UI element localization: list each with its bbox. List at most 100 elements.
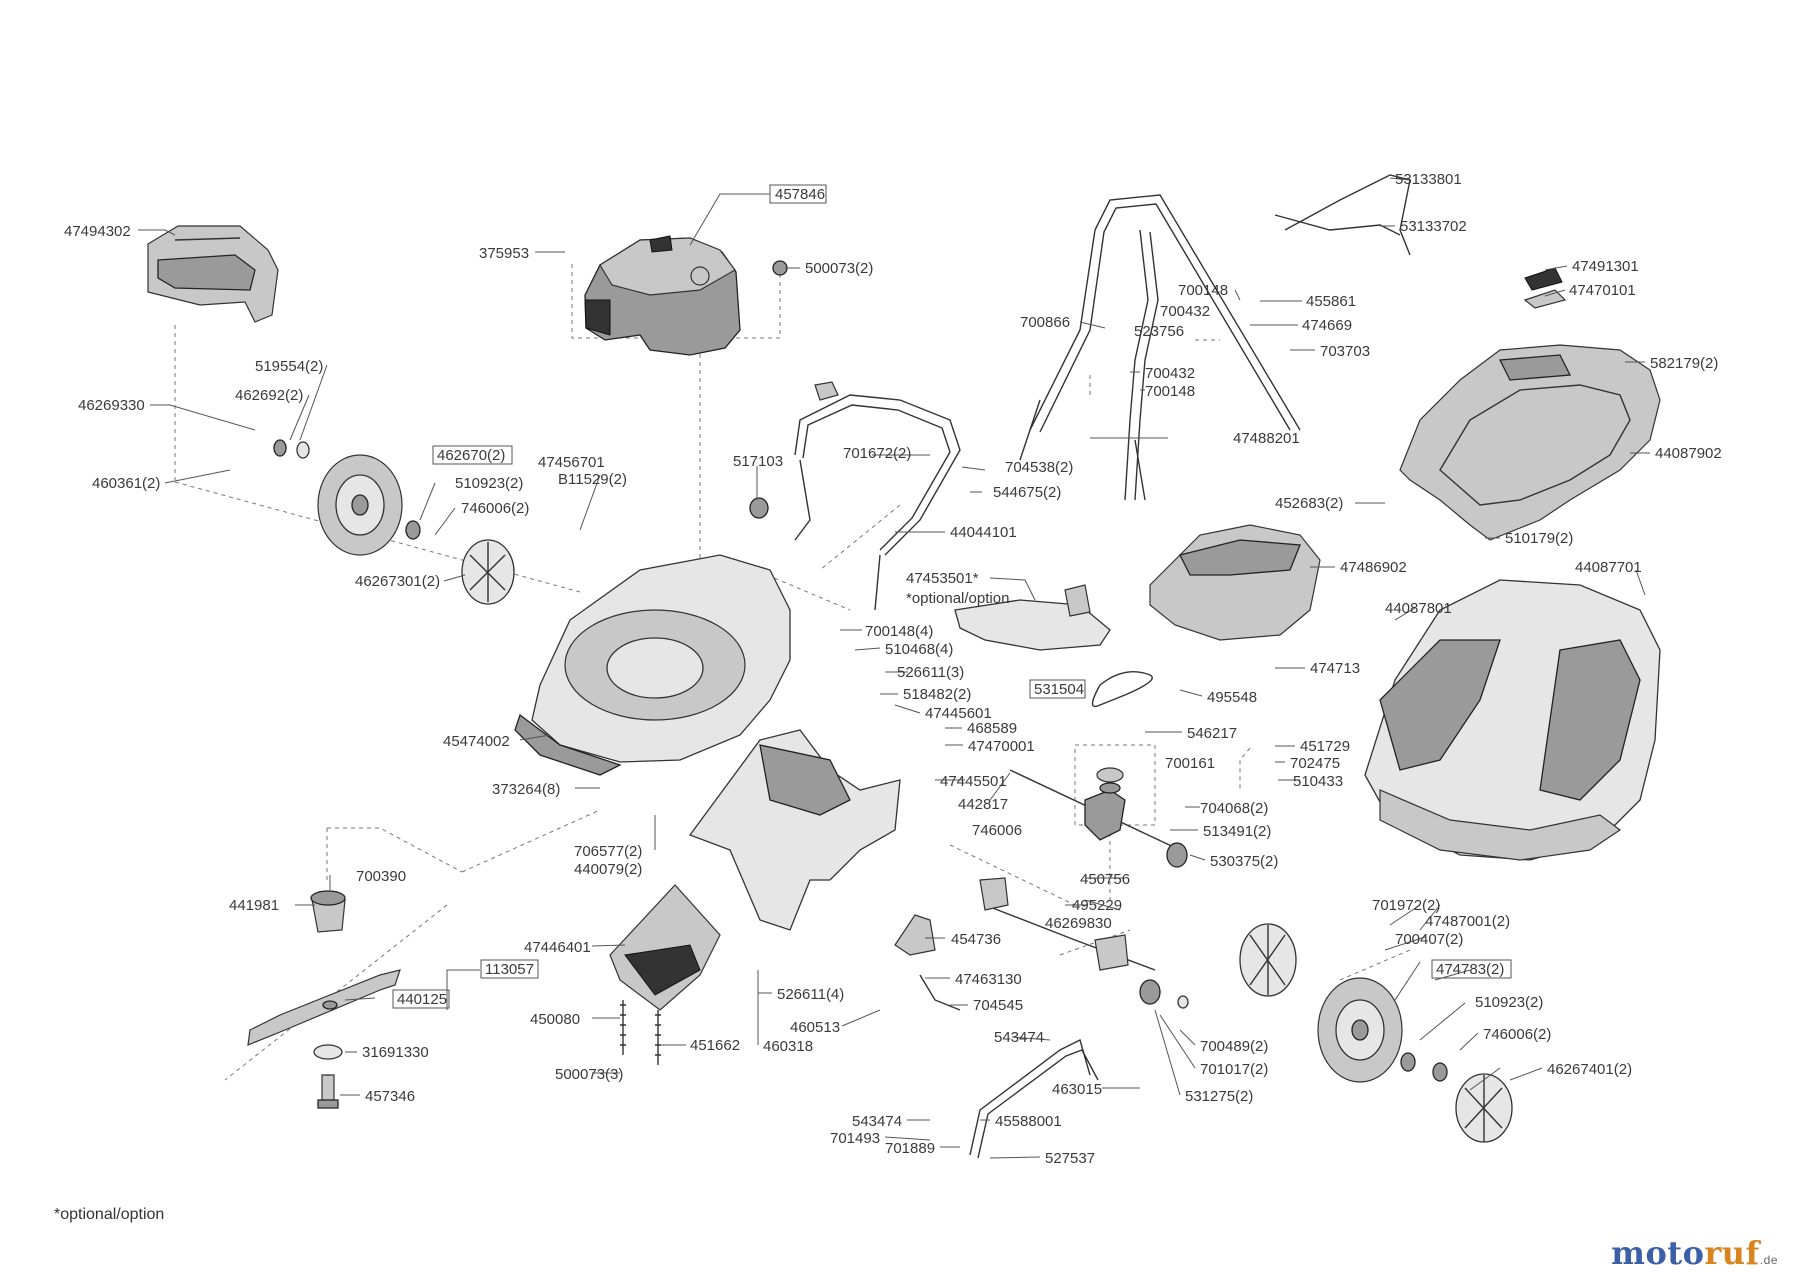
part-label: 44044101 bbox=[950, 524, 1017, 541]
handle-lower-44044101 bbox=[794, 381, 961, 611]
part-label: 510433 bbox=[1293, 773, 1343, 790]
part-label: 543474 bbox=[994, 1029, 1044, 1046]
part-label: 544675(2) bbox=[993, 484, 1061, 501]
part-label: 44087902 bbox=[1655, 445, 1722, 462]
part-label: 53133801 bbox=[1395, 171, 1462, 188]
motoruf-logo: motoruf.de bbox=[1611, 1234, 1778, 1272]
hubcap-46267301 bbox=[461, 539, 515, 605]
part-label: 531275(2) bbox=[1185, 1088, 1253, 1105]
part-label: 701672(2) bbox=[843, 445, 911, 462]
wheel-left-462670 bbox=[317, 454, 403, 556]
part-label: 546217 bbox=[1187, 725, 1237, 742]
part-label: 526611(3) bbox=[897, 664, 964, 681]
part-label: 495548 bbox=[1207, 689, 1257, 706]
part-label: 113057 bbox=[485, 961, 534, 978]
part-label: 510923(2) bbox=[455, 475, 523, 492]
logo-part1: moto bbox=[1611, 1234, 1705, 1272]
washer-31691330 bbox=[313, 1044, 343, 1060]
grass-guide-47486902 bbox=[1149, 524, 1321, 641]
rear-axle-442817 bbox=[1009, 767, 1181, 851]
part-label: 700407(2) bbox=[1395, 931, 1463, 948]
drive-belt-531504 bbox=[1091, 671, 1153, 708]
part-label: 442817 bbox=[958, 796, 1008, 813]
part-label: 460361(2) bbox=[92, 475, 160, 492]
springs-450080-451662 bbox=[620, 1000, 661, 1065]
logo-tld: .de bbox=[1759, 1253, 1778, 1267]
part-label: 375953 bbox=[479, 245, 529, 262]
part-label: 47487001(2) bbox=[1425, 913, 1510, 930]
part-label: 510923(2) bbox=[1475, 994, 1543, 1011]
footnote: *optional/option bbox=[54, 1206, 165, 1223]
part-label: 462692(2) bbox=[235, 387, 303, 404]
part-label: 701972(2) bbox=[1372, 897, 1440, 914]
wheel-gear-cover-47487001 bbox=[1239, 923, 1297, 997]
part-label: 457846 bbox=[775, 186, 825, 203]
part-label: 450080 bbox=[530, 1011, 580, 1028]
part-label: 519554(2) bbox=[255, 358, 323, 375]
part-label: 47446401 bbox=[524, 939, 591, 956]
part-label: 513491(2) bbox=[1203, 823, 1271, 840]
handle-upper-47488201 bbox=[1019, 194, 1301, 501]
part-label: 460513 bbox=[790, 1019, 840, 1036]
part-label: 706577(2) bbox=[574, 843, 642, 860]
part-label: 53133702 bbox=[1400, 218, 1467, 235]
hubcap-46267401 bbox=[1455, 1073, 1513, 1143]
part-label: 47486902 bbox=[1340, 559, 1407, 576]
grass-bag-44087801 bbox=[1364, 579, 1661, 861]
part-label: 702475 bbox=[1290, 755, 1340, 772]
part-label: 45588001 bbox=[995, 1113, 1062, 1130]
part-label: 704545 bbox=[973, 997, 1023, 1014]
part-label: 460318 bbox=[763, 1038, 813, 1055]
part-label: 523756 bbox=[1134, 323, 1184, 340]
part-label: 746006 bbox=[972, 822, 1022, 839]
part-label: 47453501* bbox=[906, 570, 979, 587]
part-label: 530375(2) bbox=[1210, 853, 1278, 870]
rear-flap-47445501 bbox=[688, 729, 901, 931]
part-label: 543474 bbox=[852, 1113, 902, 1130]
part-label: 704068(2) bbox=[1200, 800, 1268, 817]
part-label: 510468(4) bbox=[885, 641, 953, 658]
part-label: 517103 bbox=[733, 453, 783, 470]
part-label: 474783(2) bbox=[1436, 961, 1504, 978]
part-label: 500073(2) bbox=[805, 260, 873, 277]
leader-lines bbox=[138, 177, 1650, 1159]
blade-adapter-441981 bbox=[310, 890, 346, 933]
mulch-plug-47453501 bbox=[954, 584, 1111, 651]
part-label: 527537 bbox=[1045, 1150, 1095, 1167]
part-label: 700390 bbox=[356, 868, 406, 885]
part-label: 700161 bbox=[1165, 755, 1215, 772]
part-label: 495229 bbox=[1072, 897, 1122, 914]
part-label: 47445501 bbox=[940, 773, 1007, 790]
part-label: B11529(2) bbox=[558, 471, 627, 488]
height-lever-45588001 bbox=[969, 1038, 1099, 1159]
part-number-labels: 47494302 457846 375953 500073(2) 5313380… bbox=[64, 171, 1722, 1167]
part-label: 45474002 bbox=[443, 733, 510, 750]
part-label: 700432 bbox=[1145, 365, 1195, 382]
tires-small-parts bbox=[273, 260, 1448, 1082]
part-label: 510179(2) bbox=[1505, 530, 1573, 547]
part-label: 746006(2) bbox=[461, 500, 529, 517]
part-label: 440079(2) bbox=[574, 861, 642, 878]
bowden-cable-53133801 bbox=[1274, 174, 1411, 256]
part-label: 701889 bbox=[885, 1140, 935, 1157]
part-label: 452683(2) bbox=[1275, 495, 1343, 512]
part-label: 46269330 bbox=[78, 397, 145, 414]
part-label: 474713 bbox=[1310, 660, 1360, 677]
part-label: 47445601 bbox=[925, 705, 992, 722]
part-label: 47470101 bbox=[1569, 282, 1636, 299]
part-label: 450756 bbox=[1080, 871, 1130, 888]
part-label: 700489(2) bbox=[1200, 1038, 1268, 1055]
part-label: 46267401(2) bbox=[1547, 1061, 1632, 1078]
part-label: 47491301 bbox=[1572, 258, 1639, 275]
deck-45474002 bbox=[514, 554, 791, 776]
part-label: 700148 bbox=[1145, 383, 1195, 400]
part-label: *optional/option bbox=[906, 590, 1009, 607]
part-label: 700866 bbox=[1020, 314, 1070, 331]
part-label: 373264(8) bbox=[492, 781, 560, 798]
part-label: 704538(2) bbox=[1005, 459, 1073, 476]
part-label: 457346 bbox=[365, 1088, 415, 1105]
part-label: 31691330 bbox=[362, 1044, 429, 1061]
mulch-flap-47446401 bbox=[609, 884, 721, 1011]
part-label: 455861 bbox=[1306, 293, 1356, 310]
